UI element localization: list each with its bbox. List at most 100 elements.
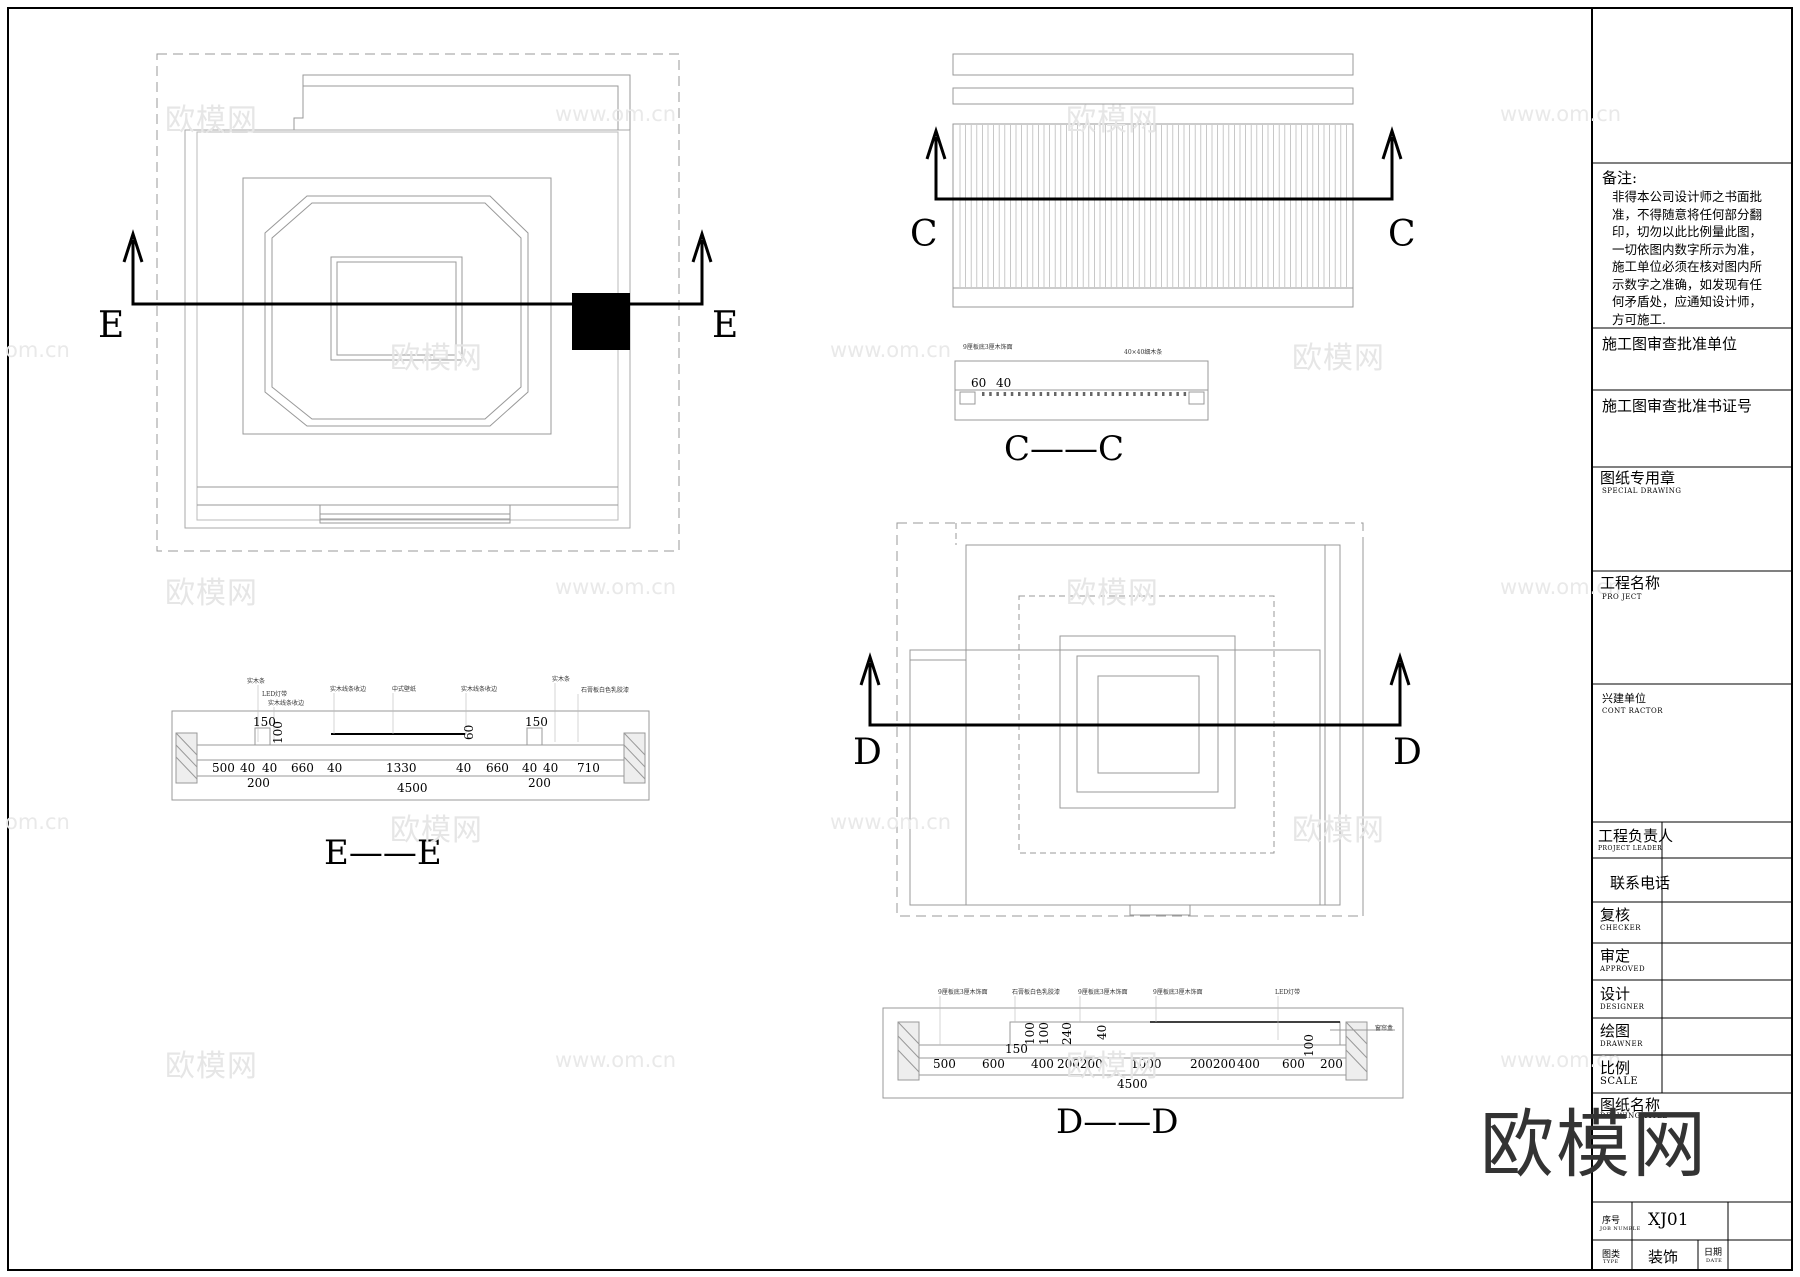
section-d-vdim-1: 150 xyxy=(1005,1042,1028,1056)
notes-body: 非得本公司设计师之书面批准，不得随意将任何部分翻印，切勿以此比例量此图，一切依图… xyxy=(1612,189,1763,327)
section-e-dim: 40 xyxy=(327,761,342,775)
plan-c-label-left: C xyxy=(910,214,938,255)
section-c-label-1: 9厘板底3厘木饰面 xyxy=(963,343,1013,351)
special-drawing-en: SPECIAL DRAWING xyxy=(1602,487,1682,495)
section-d-dim: 200200 xyxy=(1057,1057,1103,1071)
contractor-label: 兴建单位 xyxy=(1602,692,1646,705)
section-d-leaders xyxy=(939,996,1279,1045)
watermark-url: www.om.cn xyxy=(1500,102,1622,126)
project-en: PRO JECT xyxy=(1602,593,1642,601)
section-c-drawing xyxy=(954,360,1209,421)
section-d-dim: 600 xyxy=(982,1057,1005,1071)
section-e-label-5: 中式壁纸 xyxy=(392,685,416,693)
section-e-label-2: LED灯带 xyxy=(262,690,287,698)
batten-mark xyxy=(1126,392,1129,396)
brand-logo: 欧模网 xyxy=(1480,1102,1708,1188)
section-c-dim-2: 40 xyxy=(996,376,1011,390)
watermark-logo: 欧模网 xyxy=(390,341,483,376)
contractor-en: CONT RACTOR xyxy=(1602,707,1663,715)
watermark-logo: 欧模网 xyxy=(1066,103,1159,138)
batten-mark xyxy=(1025,392,1028,396)
section-d-label-1: 9厘板底3厘木饰面 xyxy=(938,988,988,996)
batten-mark xyxy=(1075,392,1079,396)
section-e-vdim-2: 100 xyxy=(271,721,285,744)
section-d-label-6: 窗帘盒 xyxy=(1375,1024,1393,1032)
batten-mark xyxy=(1176,392,1179,396)
plan-d-label-left: D xyxy=(853,732,882,773)
notes-title: 备注: xyxy=(1602,169,1638,187)
section-d-vdim-2: 100 xyxy=(1023,1022,1037,1045)
watermark-url: om.cn xyxy=(5,338,70,362)
batten-mark xyxy=(1183,392,1187,396)
section-d-dim: 200200 xyxy=(1190,1057,1236,1071)
section-e-dims-row2: 200 4500 200 xyxy=(247,776,551,795)
serial-value: XJ01 xyxy=(1648,1210,1689,1230)
section-e-label-7: 实木条 xyxy=(552,675,570,683)
watermark-logo: 欧模网 xyxy=(1066,576,1159,611)
batten-mark xyxy=(1097,392,1100,396)
special-drawing-label: 图纸专用章 xyxy=(1600,469,1676,487)
plan-e-label-left: E xyxy=(98,305,124,346)
section-d-drawing xyxy=(882,1007,1404,1099)
section-d-vdim-5: 40 xyxy=(1095,1025,1109,1040)
watermark-url: www.om.cn xyxy=(555,575,677,599)
section-e-vdim-1: 150 xyxy=(253,715,276,729)
watermark-logo: 欧模网 xyxy=(1292,341,1385,376)
section-e-vdim-4: 150 xyxy=(525,715,548,729)
batten-mark xyxy=(1068,392,1071,396)
batten-mark xyxy=(1003,392,1007,396)
checker-en: CHECKER xyxy=(1600,924,1642,932)
designer-label: 设计 xyxy=(1600,985,1631,1003)
batten-mark xyxy=(1162,392,1165,396)
serial-label: 序号 xyxy=(1602,1216,1621,1226)
section-e-dim: 710 xyxy=(577,761,600,775)
section-e-label-3: 实木线条收边 xyxy=(268,699,304,707)
drawing-title-en: DRAWING TITLE xyxy=(1600,1112,1668,1120)
section-e-label-4: 实木线条收边 xyxy=(330,685,366,693)
section-e-dim: 500 xyxy=(212,761,235,775)
project-label: 工程名称 xyxy=(1600,574,1661,592)
section-e-dim: 40 xyxy=(543,761,558,775)
section-d-callouts: 9厘板底3厘木饰面 石膏板白色乳胶漆 9厘板底3厘木饰面 9厘板底3厘木饰面 L… xyxy=(938,988,1393,1032)
batten-mark xyxy=(1104,392,1107,396)
plan-c-section-line xyxy=(925,126,1403,201)
section-e-total: 200 xyxy=(528,776,551,790)
watermark-url: www.om.cn xyxy=(555,1048,677,1072)
section-e-label-6: 实木线条收边 xyxy=(461,685,497,693)
section-e-dim: 40 xyxy=(262,761,277,775)
plan-c-drawing xyxy=(952,53,1354,308)
scale-label: 比例 xyxy=(1600,1059,1631,1077)
section-e-callouts: 实木条 LED灯带 实木线条收边 实木线条收边 中式壁纸 实木线条收边 实木条 … xyxy=(247,675,629,707)
serial-en: JOB NUMBLE xyxy=(1600,1226,1641,1232)
section-d-label-2: 石膏板白色乳胶漆 xyxy=(1012,988,1060,996)
section-c-label-2: 40×40细木条 xyxy=(1124,348,1162,356)
section-d-dim: 600 xyxy=(1282,1057,1305,1071)
section-d-label-4: 9厘板底3厘木饰面 xyxy=(1153,988,1203,996)
section-d-vdim-6: 100 xyxy=(1302,1034,1316,1057)
section-e-vertical-dims: 150 100 60 150 xyxy=(253,715,548,744)
watermark-url: www.om.cn xyxy=(830,338,952,362)
batten-mark xyxy=(1169,392,1172,396)
watermark-logo: 欧模网 xyxy=(1066,1049,1159,1084)
watermark-url: www.om.cn xyxy=(830,810,952,834)
sheet-border xyxy=(7,7,1793,1271)
title-block-grid xyxy=(1592,162,1792,1270)
watermark-logo: 欧模网 xyxy=(165,576,258,611)
section-d-dim: 1000 xyxy=(1131,1057,1162,1071)
section-e-label-8: 石膏板白色乳胶漆 xyxy=(581,686,629,694)
approved-en: APPROVED xyxy=(1600,965,1646,973)
section-e-dim: 660 xyxy=(291,761,314,775)
watermark-url: www.om.cn xyxy=(555,102,677,126)
section-e-dim: 40 xyxy=(456,761,471,775)
batten-mark xyxy=(1010,392,1014,396)
type-value: 装饰 xyxy=(1648,1248,1679,1266)
date-en: DATE xyxy=(1706,1258,1723,1264)
section-c-dim-1: 60 xyxy=(971,376,986,390)
section-d-dim: 400 xyxy=(1031,1057,1054,1071)
batten-mark xyxy=(1018,392,1021,396)
section-e-label-1: 实木条 xyxy=(247,677,265,685)
plan-d-section-line xyxy=(859,652,1411,727)
plan-e-section-line xyxy=(122,229,713,306)
section-e-title: E——E xyxy=(324,833,442,873)
